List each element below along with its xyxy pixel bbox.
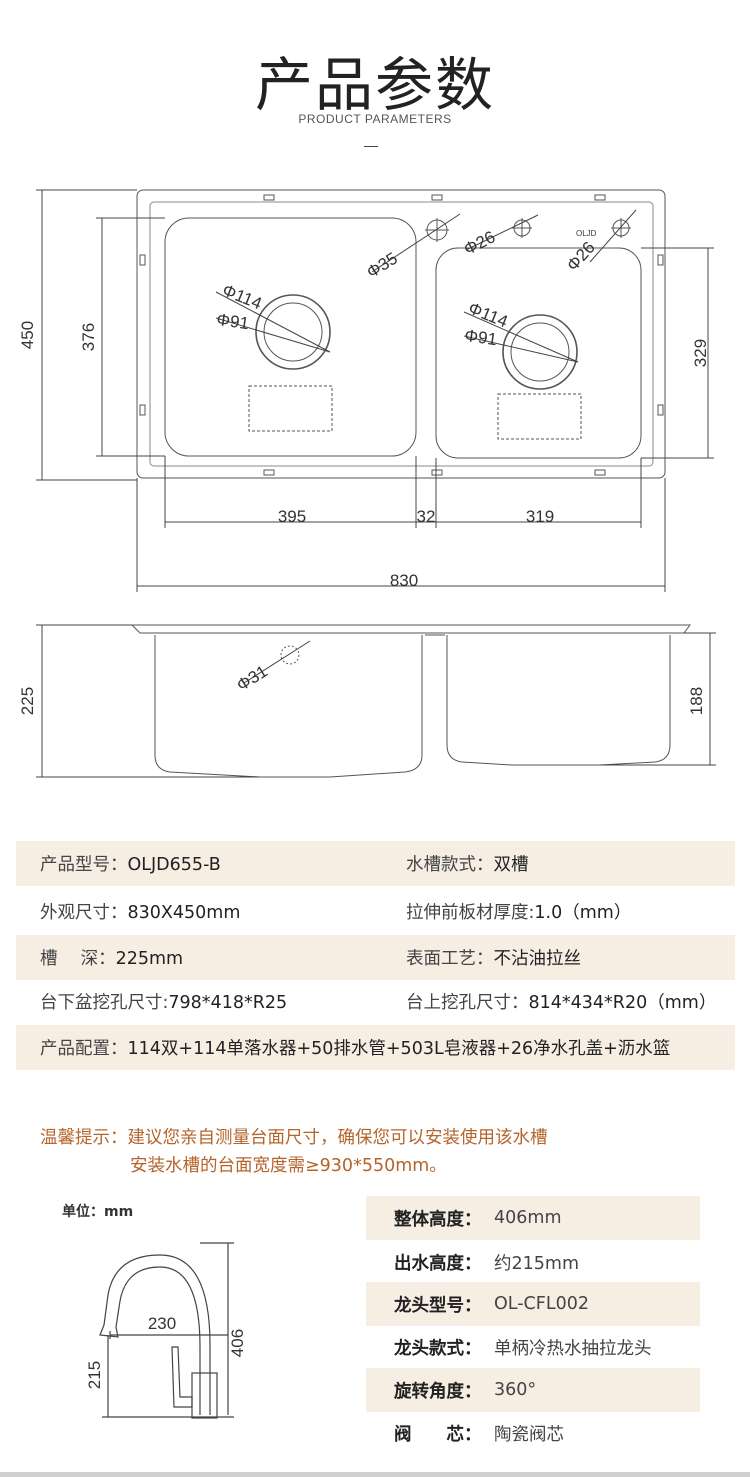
faucet-spec-row: 旋转角度： 360° [366,1368,700,1412]
spec-row: 台下盆挖孔尺寸:798*418*R25 台上挖孔尺寸：814*434*R20（m… [16,979,735,1024]
faucet-head [99,1324,119,1338]
spec-row: 产品型号：OLJD655-B 水槽款式：双槽 [16,841,735,886]
faucet-spec-label: 龙头型号： [394,1295,482,1316]
unit-label: 单位：mm [62,1204,134,1220]
spec-value: 1.0（mm） [534,903,632,923]
faucet-spout [103,1254,211,1415]
dim-319: 319 [526,507,554,526]
clip-mark [263,469,275,476]
faucet-spec-value: OL-CFL002 [494,1294,589,1314]
spec-label: 槽 深： [40,949,116,969]
label-phi114-left: Φ114 [220,280,265,313]
spec-value: 不沾油拉丝 [493,949,582,969]
spec-label: 外观尺寸： [40,903,128,923]
clip-mark [657,254,664,266]
overflow-hole [280,645,300,665]
right-bowl-profile [446,635,671,766]
dim-215: 215 [85,1361,104,1389]
spec-value: 798*418*R25 [168,993,288,1013]
faucet-spec-value: 360° [494,1380,537,1400]
clip-mark [431,194,443,201]
faucet-spec-value: 陶瓷阀芯 [494,1424,564,1445]
dim-225: 225 [18,687,37,715]
spec-label: 产品配置： [40,1039,128,1059]
spec-row-config: 产品配置：114双+114单落水器+50排水管+503L皂液器+26净水孔盖+沥… [16,1025,735,1070]
dim-329: 329 [691,339,710,367]
right-drain-outer [502,314,578,390]
sink-inner-rim [149,201,654,467]
sink-top-view-drawing: 450 376 329 395 32 319 830 Φ35 Φ26 Φ26 Φ… [18,189,714,592]
right-drain-inner [510,322,570,382]
right-bowl-outline [435,247,642,459]
faucet-spec-row: 出水高度： 约215mm [366,1240,700,1284]
clip-mark [431,469,443,476]
sink-rim-profile [130,624,691,634]
spec-label: 产品型号： [40,855,128,875]
faucet-spec-value: 406mm [494,1208,562,1228]
spec-label: 台下盆挖孔尺寸: [40,993,169,1013]
sink-outer-rim [136,189,666,479]
dim-450: 450 [18,321,37,349]
faucet-spec-label: 旋转角度： [394,1381,482,1402]
spec-value: OLJD655-B [127,855,221,875]
clip-mark [594,194,606,201]
dim-376: 376 [79,323,98,351]
dim-230: 230 [148,1314,176,1333]
label-phi35: Φ35 [363,249,401,282]
dim-406: 406 [228,1329,247,1357]
label-phi91-right: Φ91 [463,326,498,349]
faucet-spec-label: 整体高度： [394,1209,482,1230]
faucet-spec-row: 龙头型号： OL-CFL002 [366,1282,700,1326]
spec-label: 台上挖孔尺寸： [406,993,529,1013]
label-phi91-left: Φ91 [215,310,250,333]
label-phi26-a: Φ26 [461,227,499,259]
left-bowl-profile [154,635,423,778]
dim-395: 395 [278,507,306,526]
clip-mark [139,254,146,266]
faucet-spec-row: 整体高度： 406mm [366,1196,700,1240]
clip-mark [139,404,146,416]
spec-value: 114双+114单落水器+50排水管+503L皂液器+26净水孔盖+沥水篮 [127,1039,671,1059]
faucet-body [191,1372,218,1419]
faucet-spec-value: 约215mm [494,1253,579,1274]
spec-value: 814*434*R20（mm） [528,993,717,1013]
faucet-spec-label: 阀 芯： [394,1424,482,1445]
logo-mark: OLJD [576,229,597,238]
spec-row: 外观尺寸：830X450mm 拉伸前板材厚度:1.0（mm） [16,889,735,934]
clip-mark [657,404,664,416]
spec-label: 表面工艺： [406,949,494,969]
faucet-handle [171,1346,193,1408]
page-title: 产品参数 [254,51,495,119]
spec-row: 槽 深：225mm 表面工艺：不沾油拉丝 [16,935,735,980]
left-bowl-outline [164,217,417,457]
bottom-divider [0,1472,750,1477]
faucet-spec-value: 单柄冷热水抽拉龙头 [494,1338,652,1359]
spec-value: 830X450mm [127,903,241,923]
tip-line-2: 安装水槽的台面宽度需≥930*550mm。 [130,1156,447,1176]
faucet-spec-label: 出水高度： [394,1253,482,1274]
clip-mark [594,469,606,476]
faucet-spec-row: 阀 芯： 陶瓷阀芯 [366,1411,700,1455]
faucet-drawing: 230 406 215 [85,1242,247,1419]
faucet-spec-label: 龙头款式： [394,1338,482,1359]
dim-32: 32 [417,507,436,526]
label-phi26-b: Φ26 [563,238,599,275]
spec-value: 225mm [115,949,184,969]
label-phi31: Φ31 [233,662,271,695]
spec-value: 双槽 [493,855,529,875]
page-subtitle: PRODUCT PARAMETERS [298,112,452,126]
spec-label: 水槽款式： [406,855,494,875]
dim-830: 830 [390,571,418,590]
spec-label: 拉伸前板材厚度: [406,903,535,923]
left-drain-outer [255,294,331,370]
dim-188: 188 [687,687,706,715]
right-drainer-outline [497,393,582,440]
left-drainer-outline [248,385,333,432]
faucet-spec-row: 龙头款式： 单柄冷热水抽拉龙头 [366,1325,700,1369]
sink-side-view-drawing: 225 188 Φ31 [18,624,716,778]
title-divider [364,146,378,147]
clip-mark [263,194,275,201]
tip-line-1: 温馨提示：建议您亲自测量台面尺寸，确保您可以安装使用该水槽 [40,1128,548,1148]
